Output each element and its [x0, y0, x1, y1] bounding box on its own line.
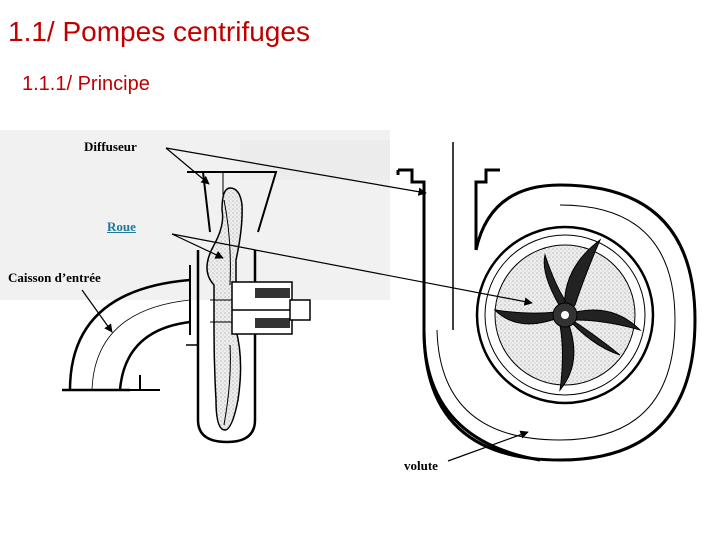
arrow-diffuseur-right — [165, 147, 427, 196]
label-diffuseur: Diffuseur — [84, 139, 137, 154]
cross-section-view — [62, 171, 311, 444]
volute-casing — [422, 183, 697, 462]
leader-lines — [81, 147, 533, 462]
arrow-roue-left — [171, 233, 224, 259]
scan-background — [0, 130, 390, 300]
impeller-shape — [206, 187, 243, 431]
inlet-elbow — [68, 278, 191, 391]
impeller-ring — [475, 225, 655, 405]
label-volute: volute — [404, 458, 438, 473]
impeller-vanes — [493, 238, 642, 392]
section-subtitle: 1.1.1/ Principe — [22, 73, 150, 95]
arrow-caisson — [81, 289, 113, 333]
arrow-roue-right — [171, 233, 533, 306]
pump-casing — [196, 250, 257, 444]
volute-view — [396, 142, 697, 462]
label-roue[interactable]: Roue — [107, 219, 136, 234]
label-caisson: Caisson d’entrée — [8, 270, 101, 285]
discharge-outlet — [398, 168, 541, 462]
arrow-volute — [447, 430, 529, 462]
page-title: 1.1/ Pompes centrifuges — [8, 16, 310, 47]
arrow-diffuseur-left — [165, 147, 210, 185]
